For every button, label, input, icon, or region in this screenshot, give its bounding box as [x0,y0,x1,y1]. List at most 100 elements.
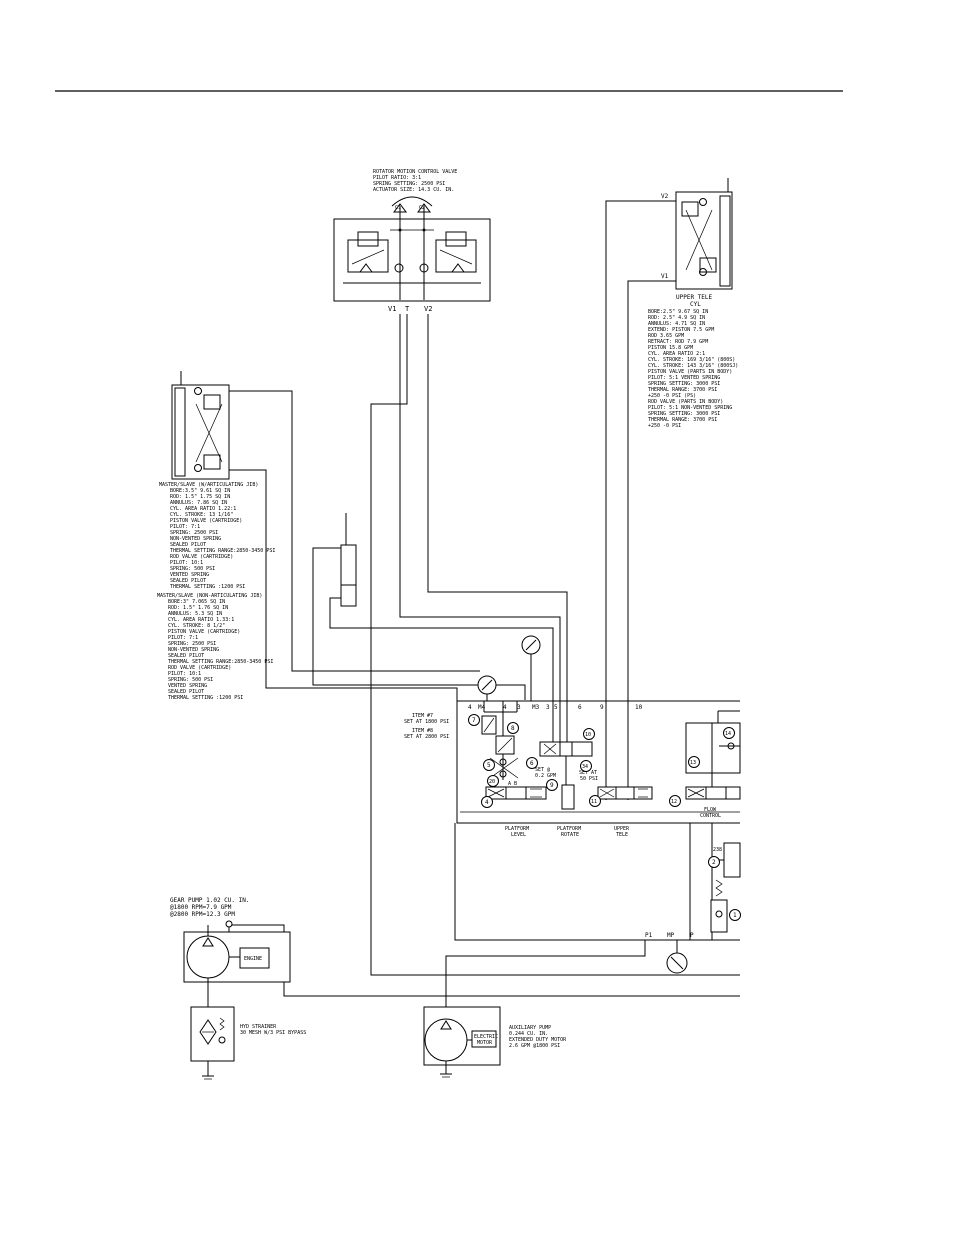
upper-tele-valve-label-line: UPPER [614,826,630,832]
item-number: 11 [591,799,597,805]
item-number: 14 [725,731,731,737]
level-cylinder [340,513,357,607]
port-t-label: T [405,305,410,313]
upper-tele-spec-line: CYL. STROKE: 169 3/16" (800S) [648,357,735,363]
item-number: 9 [550,782,554,789]
strainer-housing [190,1006,235,1062]
upper-tele-cylinder [675,178,733,290]
port-label: 3 [517,704,521,711]
hose-upper-tele-v1 [627,280,676,787]
upper-tele-spec-line: THERMAL RANGE: 3700 PSI [648,417,717,423]
flow-control-label: FLOW CONTROL [700,807,721,819]
engine-box [239,947,270,969]
master-slave-cylinder [171,371,230,480]
item-number: 7 [472,717,476,724]
port-fitting-icon [225,920,233,928]
port-label: M4 [478,704,486,711]
master-slave-nonart-spec-line: VENTED SPRING [168,683,207,689]
upper-tele-spec-line: ROD 3.65 GPM [648,333,684,339]
upper-tele-spec-line: ANNULUS: 4.71 SQ IN [648,321,705,327]
master-slave-art-spec-line: THERMAL SETTING :1200 PSI [170,584,245,590]
item-number: 20 [489,779,495,785]
pump-icon [424,1018,468,1062]
item-number: 13 [690,760,696,766]
gear-pump-label-line: @2800 RPM=12.3 GPM [170,911,235,918]
electric-motor-label-line: MOTOR [477,1040,493,1046]
master-slave-nonart-spec: MASTER/SLAVE (NON-ARTICULATING JIB) BORE… [157,593,273,701]
engine-label: ENGINE [244,956,262,962]
master-slave-art-spec-line: SPRING: 2500 PSI [170,530,218,536]
rotator-actuator-icon [391,196,433,207]
electric-motor-label-line: ELECTRIC [474,1034,498,1040]
master-slave-nonart-spec-line: SPRING: 2500 PSI [168,641,216,647]
item8-label-line: ITEM #8 [412,728,433,734]
rotator-valve-housing [333,218,491,302]
master-slave-art-spec-line: PISTON VALVE (CARTRIDGE) [170,518,242,524]
master-slave-art-spec-line: NON-VENTED SPRING [170,536,221,542]
master-slave-nonart-spec-line: THERMAL SETTING RANGE:2850-3450 PSI [168,659,273,665]
pressure-gauge-m4 [477,675,497,701]
strainer-label-line: HYD STRAINER [240,1024,277,1030]
directional-valve-platform-level: A B [485,781,547,800]
upper-tele-v2-label: V2 [661,193,669,200]
upper-tele-spec-line: PISTON VALVE (PARTS IN BODY) [648,369,732,375]
upper-tele-spec-line: THERMAL RANGE: 3700 PSI [648,387,717,393]
level-cylinder-body [340,544,357,607]
port-label: M3 [532,704,540,711]
master-slave-art-spec-line: BORE:3.5" 9.61 SQ IN [170,488,230,494]
port-label: 3 [546,704,550,711]
item-number: 2 [712,859,716,866]
upper-tele-spec-line: PISTON 15.8 GPM [648,345,693,351]
master-slave-art-spec-line: ANNULUS: 7.86 SQ IN [170,500,227,506]
upper-tele-spec-line: CYL. STROKE: 143 3/16" (800SJ) [648,363,738,369]
port-v2-label: V2 [424,305,432,313]
master-slave-art-spec: MASTER/SLAVE (W/ARTICULATING JIB) BORE:3… [159,482,275,590]
upper-tele-spec-line: CYL. AREA RATIO 2:1 [648,351,705,357]
flow-control-label-line: CONTROL [700,813,721,819]
hose-t [370,314,740,976]
upper-tele-spec-line: ROD: 2.5" 4.9 SQ IN [648,315,705,321]
upper-tele-title: UPPER TELE [676,294,713,301]
solenoid-valve-238 [723,842,741,878]
master-slave-art-spec-line: PILOT: 7:1 [170,524,200,530]
rotator-valve-label-line: PILOT RATIO: 3:1 [373,175,421,181]
port-c2-label: C2 [419,205,425,211]
manifold-port-labels: 4 M4 4 3 M3 3 5 6 9 10 P1 MP P [468,704,694,939]
flow-control-9 [561,784,575,810]
hose-pressure-gear [229,924,740,997]
item-number: 12 [671,799,677,805]
master-slave-nonart-spec-line: SEALED PILOT [168,689,204,695]
upper-tele-spec: UPPER TELE CYL BORE:2.5" 9.67 SQ IN ROD:… [648,294,738,429]
port-label: 4 [503,704,507,711]
item8-label-line: SET AT 2800 PSI [404,734,449,740]
strainer-icon [199,1019,217,1045]
master-slave-nonart-spec-line: CYL. AREA RATIO 1.33:1 [168,617,234,623]
upper-tele-subtitle: CYL [690,301,701,308]
upper-tele-spec-line: SPRING SETTING: 3000 PSI [648,381,720,387]
master-slave-nonart-spec-line: CYL. STROKE: 8 1/2" [168,623,225,629]
master-slave-nonart-spec-line: MASTER/SLAVE (NON-ARTICULATING JIB) [157,593,262,599]
upper-tele-spec-line: BORE:2.5" 9.67 SQ IN [648,309,708,315]
port-label: 10 [635,704,643,711]
hose-level-b [329,597,554,742]
item7-label-line: ITEM #7 [412,713,433,719]
upper-tele-spec-line: EXTEND: PISTON 7.5 GPM [648,327,714,333]
valve-port-a: A [508,781,511,787]
master-slave-nonart-spec-line: ROD VALVE (CARTRIDGE) [168,665,231,671]
master-slave-art-spec-line: THERMAL SETTING RANGE:2850-3450 PSI [170,548,275,554]
gear-pump: ENGINE [183,920,291,1007]
gear-pump-label-line: @1800 RPM=7.9 GPM [170,904,232,911]
master-slave-nonart-spec-line: BORE:3" 7.065 SQ IN [168,599,225,605]
aux-pump-label: AUXILIARY PUMP 0.244 CU. IN. EXTENDED DU… [509,1025,567,1049]
platform-rotate-label-line: PLATFORM [557,826,581,832]
pump-icon [186,935,230,979]
upper-tele-spec-line: +250 -0 PSI (PS) [648,393,696,399]
aux-pump-label-line: AUXILIARY PUMP [509,1025,551,1031]
upper-tele-valve-label-line: TELE [616,832,628,838]
hose-v1 [399,314,561,742]
item-number: 1 [733,912,737,919]
platform-level-label: PLATFORM LEVEL [505,826,529,838]
hose-v2 [427,314,568,742]
master-slave-nonart-spec-line: NON-VENTED SPRING [168,647,219,653]
